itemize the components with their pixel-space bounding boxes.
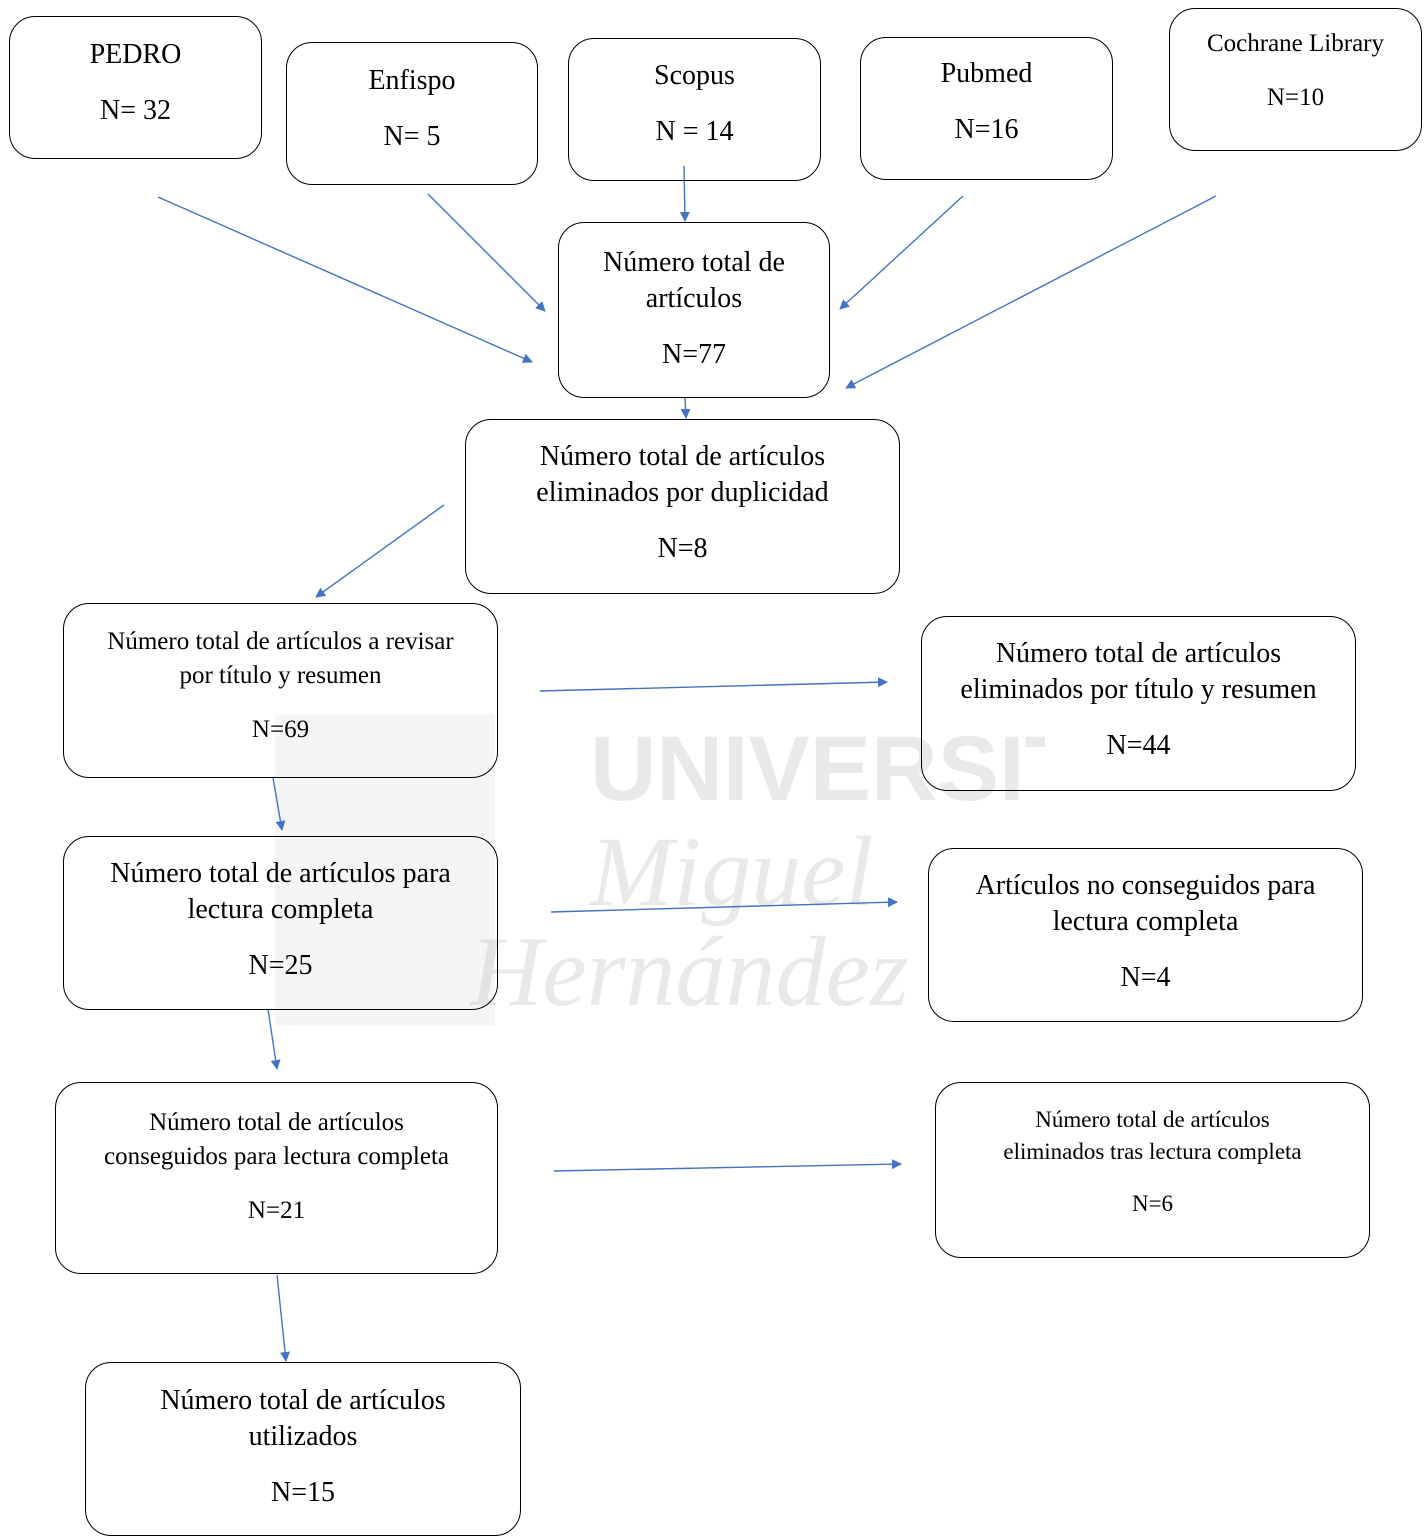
box-count: N=4: [1120, 962, 1171, 993]
box-text-line-1: Número total de artículos para: [110, 858, 451, 889]
arrow-full-read-to-not-obtained: [550, 897, 898, 913]
removed-title-box: Número total de artículos eliminados por…: [921, 616, 1356, 791]
box-count: N=69: [251, 716, 310, 743]
obtained-box: Número total de artículos conseguidos pa…: [55, 1082, 498, 1274]
removed-after-box: Número total de artículos eliminados tra…: [935, 1082, 1370, 1258]
box-text-line-1: Número total de artículos a revisar: [107, 628, 454, 655]
box-text-line-2: lectura completa: [187, 894, 374, 925]
arrow-pubmed-to-total: [839, 195, 964, 310]
total-articles-box: Número total de artículos N=77: [558, 222, 830, 398]
box-text-line-1: Artículos no conseguidos para: [975, 870, 1316, 901]
source-box-cochrane: Cochrane Library N=10: [1169, 8, 1422, 151]
box-text-line-1: Número total de artículos: [1035, 1107, 1270, 1132]
source-box-pubmed: Pubmed N=16: [860, 37, 1113, 180]
source-name: Cochrane Library: [1206, 30, 1384, 57]
box-text-line-2: eliminados por título y resumen: [960, 674, 1317, 705]
box-text-line-1: Número total de: [603, 247, 785, 278]
source-count: N = 14: [655, 116, 734, 147]
box-text-line-1: Número total de artículos: [539, 441, 826, 472]
box-text-line-2: utilizados: [248, 1421, 358, 1452]
source-name: Scopus: [654, 60, 735, 91]
arrow-review-to-full-read: [272, 777, 286, 831]
source-box-enfispo: Enfispo N= 5: [286, 42, 538, 185]
source-name: Enfispo: [368, 65, 456, 96]
source-name: PEDRO: [89, 39, 182, 70]
box-count: N=21: [247, 1197, 306, 1224]
arrow-pedro-to-total: [157, 196, 533, 363]
source-count: N=16: [954, 114, 1019, 145]
box-count: N=15: [270, 1477, 335, 1508]
box-count: N=6: [1131, 1191, 1174, 1216]
source-count: N= 32: [99, 95, 171, 126]
box-text-line-2: lectura completa: [1052, 906, 1239, 937]
box-text-line-2: artículos: [645, 283, 743, 314]
source-count: N=10: [1266, 84, 1325, 111]
arrow-full-read-to-obtained: [267, 1008, 281, 1070]
box-text-line-2: por título y resumen: [179, 662, 382, 689]
review-box: Número total de artículos a revisar por …: [63, 603, 498, 778]
arrow-total-to-duplicates: [680, 396, 691, 419]
used-box: Número total de artículos utilizados N=1…: [85, 1362, 521, 1536]
arrow-cochrane-to-total: [845, 195, 1217, 389]
arrow-obtained-to-removed-after: [553, 1159, 902, 1172]
not-obtained-box: Artículos no conseguidos para lectura co…: [928, 848, 1363, 1022]
box-count: N=77: [661, 339, 726, 370]
duplicates-box: Número total de artículos eliminados por…: [465, 419, 900, 594]
source-name: Pubmed: [940, 58, 1033, 89]
box-text-line-2: conseguidos para lectura completa: [104, 1143, 449, 1170]
arrow-enfispo-to-total: [427, 193, 546, 312]
box-text-line-1: Número total de artículos: [149, 1109, 404, 1136]
box-text-line-1: Número total de artículos: [995, 638, 1282, 669]
box-count: N=44: [1106, 730, 1171, 761]
source-count: N= 5: [383, 121, 441, 152]
box-text-line-1: Número total de artículos: [160, 1385, 446, 1416]
full-read-box: Número total de artículos para lectura c…: [63, 836, 498, 1010]
arrow-obtained-to-used: [276, 1274, 291, 1362]
source-box-scopus: Scopus N = 14: [568, 38, 821, 181]
arrow-duplicates-to-review: [315, 504, 445, 598]
arrow-review-to-removed-title: [539, 677, 888, 692]
arrow-scopus-to-total: [679, 165, 690, 222]
box-text-line-2: eliminados tras lectura completa: [1003, 1139, 1302, 1164]
box-count: N=8: [657, 533, 708, 564]
box-text-line-2: eliminados por duplicidad: [536, 477, 829, 508]
source-box-pedro: PEDRO N= 32: [9, 16, 262, 159]
box-count: N=25: [248, 950, 313, 981]
